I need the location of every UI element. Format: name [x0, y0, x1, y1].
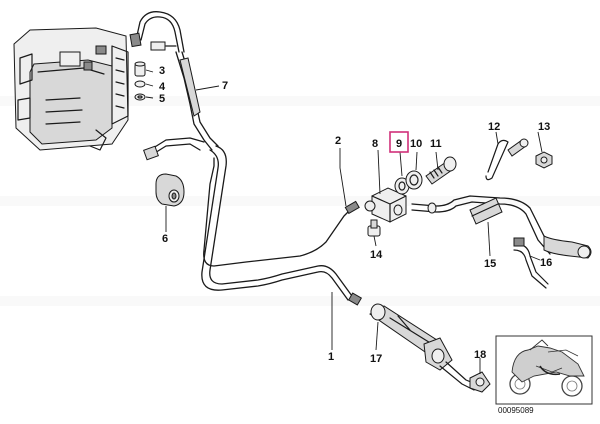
callout-6[interactable]: 6	[162, 233, 168, 245]
grommet-part-6[interactable]	[155, 173, 185, 207]
callout-13[interactable]: 13	[538, 121, 550, 133]
clip-part-12[interactable]	[485, 138, 529, 181]
callout-16[interactable]: 16	[540, 257, 552, 269]
motorcycle-locator-thumbnail: 00095089	[495, 335, 593, 415]
bolt-part-14[interactable]	[367, 219, 381, 237]
motorcycle-icon	[509, 339, 585, 397]
callout-3[interactable]: 3	[159, 65, 165, 77]
nut-part-13[interactable]	[535, 151, 553, 169]
callout-17[interactable]: 17	[370, 353, 382, 365]
banjo-bolt-part-11[interactable]	[425, 156, 457, 185]
highlight-box-part-9	[389, 131, 409, 153]
brake-cylinder-part-17[interactable]	[369, 303, 477, 391]
fitting-part-18[interactable]	[469, 371, 491, 393]
callout-15[interactable]: 15	[484, 258, 496, 270]
brake-pipe-part-2[interactable]	[203, 157, 360, 267]
leader-lines	[145, 69, 543, 374]
seal-ring-part-4[interactable]	[134, 80, 146, 88]
callout-8[interactable]: 8	[372, 138, 378, 150]
callout-9[interactable]: 9	[396, 138, 402, 150]
callout-18[interactable]: 18	[474, 349, 486, 361]
callout-10[interactable]: 10	[410, 138, 422, 150]
callout-2[interactable]: 2	[335, 135, 341, 147]
callout-4[interactable]: 4	[159, 81, 166, 93]
drawing-code: 00095089	[498, 406, 534, 415]
protective-sleeve-part-15[interactable]	[469, 197, 503, 225]
callout-12[interactable]: 12	[488, 121, 500, 133]
callout-5[interactable]: 5	[159, 93, 165, 105]
callout-7[interactable]: 7	[222, 80, 228, 92]
callout-14[interactable]: 14	[370, 249, 383, 261]
banjo-bolt-part-3[interactable]	[134, 61, 146, 77]
callout-1[interactable]: 1	[328, 351, 334, 363]
distributor-block-part-8[interactable]	[364, 187, 407, 223]
brake-line-rear[interactable]	[411, 195, 592, 259]
brake-pipe-upper[interactable]	[129, 11, 185, 53]
brake-hose-part-7[interactable]	[143, 51, 219, 161]
seal-ring-part-5[interactable]	[134, 93, 146, 101]
abs-modulator-unit[interactable]	[13, 27, 129, 151]
seal-ring-part-10[interactable]	[405, 170, 423, 190]
brake-pipe-part-1[interactable]	[201, 145, 363, 306]
seal-part-9[interactable]	[394, 177, 410, 195]
callout-11[interactable]: 11	[430, 138, 442, 150]
callout-labels: 1 2 3 4 5 6 7 8 9 10 11 12 13 14 15 16 1…	[159, 65, 552, 365]
